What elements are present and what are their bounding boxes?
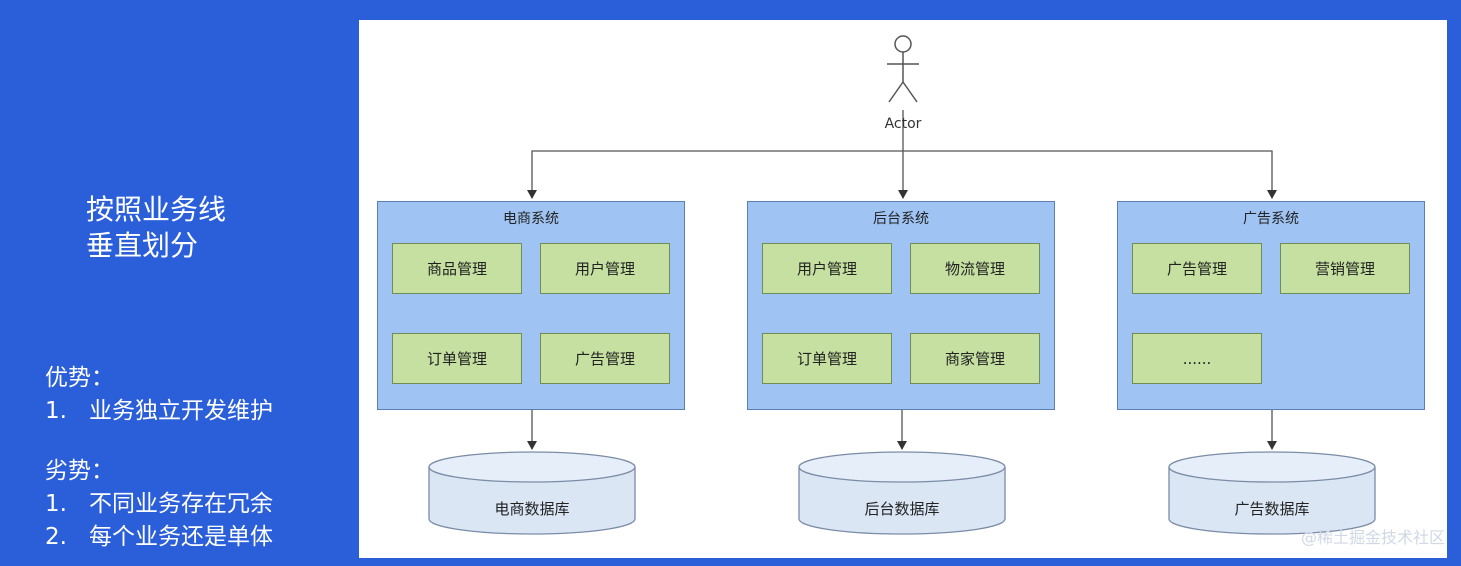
database-cylinder-icon (798, 451, 1006, 535)
database-cylinder-icon (428, 451, 636, 535)
list-number: 1. (45, 491, 67, 517)
list-number: 1. (45, 398, 67, 424)
module-box: ...... (1132, 333, 1262, 384)
module-box: 商家管理 (910, 333, 1040, 384)
module-box: 用户管理 (540, 243, 670, 294)
module-box: 物流管理 (910, 243, 1040, 294)
actor-to-ad-arrow (903, 150, 1277, 199)
cons-heading: 劣势： (45, 458, 114, 484)
watermark: @稀土掘金技术社区 (1300, 528, 1445, 547)
module-box: 营销管理 (1280, 243, 1410, 294)
system-title: 后台系统 (873, 211, 929, 227)
database-backend: 后台数据库 (798, 450, 1006, 536)
database-cylinder-icon (1168, 451, 1376, 535)
actor-to-ecommerce-arrow (527, 150, 903, 199)
module-box: 广告管理 (540, 333, 670, 384)
list-text: 不同业务存在冗余 (89, 491, 273, 517)
title-line-2: 垂直划分 (86, 229, 199, 262)
title-line-1: 按照业务线 (86, 193, 227, 226)
pros-section: 优势： 1. 业务独立开发维护 (45, 362, 273, 428)
cons-item: 1. 不同业务存在冗余 (45, 488, 273, 521)
pros-item: 1. 业务独立开发维护 (45, 395, 273, 428)
module-box: 订单管理 (762, 333, 892, 384)
module-box: 订单管理 (392, 333, 522, 384)
system-backend: 后台系统 用户管理 物流管理 订单管理 商家管理 (747, 201, 1055, 410)
actor: Actor (873, 32, 933, 132)
pros-heading: 优势： (45, 365, 114, 391)
database-label: 广告数据库 (1234, 500, 1310, 518)
module-box: 广告管理 (1132, 243, 1262, 294)
slide-title: 按照业务线 垂直划分 (86, 192, 226, 264)
module-box: 商品管理 (392, 243, 522, 294)
system-title: 电商系统 (503, 211, 559, 227)
actor-icon (887, 35, 919, 103)
list-text: 每个业务还是单体 (89, 524, 273, 550)
system-title: 广告系统 (1243, 211, 1299, 227)
connector-lines (527, 110, 1277, 450)
system-ecommerce: 电商系统 商品管理 用户管理 订单管理 广告管理 (377, 201, 685, 410)
database-label: 后台数据库 (864, 500, 940, 518)
actor-label: Actor (884, 116, 922, 132)
list-text: 业务独立开发维护 (89, 398, 273, 424)
list-number: 2. (45, 524, 67, 550)
system-ad: 广告系统 广告管理 营销管理 ...... (1117, 201, 1425, 410)
cons-item: 2. 每个业务还是单体 (45, 521, 273, 554)
diagram-canvas: Actor 电商系统 商品管理 用户管理 订单管理 广告管理 后台系统 用户管理… (359, 20, 1447, 558)
database-ad: 广告数据库 (1168, 450, 1376, 536)
cons-section: 劣势： 1. 不同业务存在冗余 2. 每个业务还是单体 (45, 455, 273, 554)
database-label: 电商数据库 (494, 500, 570, 518)
database-ecommerce: 电商数据库 (428, 450, 636, 536)
module-box: 用户管理 (762, 243, 892, 294)
left-panel: 按照业务线 垂直划分 优势： 1. 业务独立开发维护 劣势： 1. 不同业务存在… (0, 0, 355, 566)
